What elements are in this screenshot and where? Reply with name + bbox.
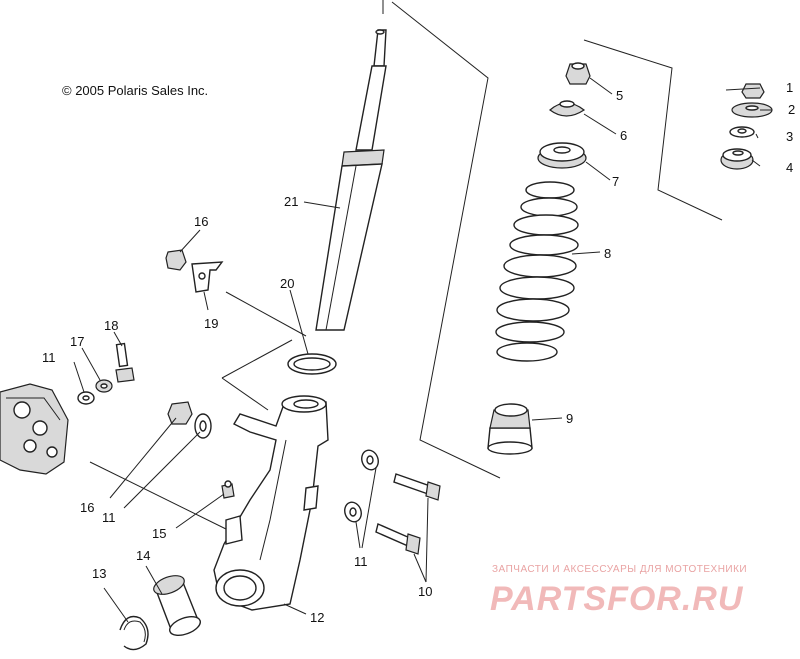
knuckle-washer bbox=[194, 413, 212, 439]
grease-fitting bbox=[221, 480, 235, 499]
callout-2: 2 bbox=[788, 102, 795, 117]
callout-17: 17 bbox=[70, 334, 84, 349]
callout-5: 5 bbox=[616, 88, 623, 103]
callout-16-upper: 16 bbox=[194, 214, 208, 229]
callout-3: 3 bbox=[786, 129, 793, 144]
caliper-washer bbox=[77, 391, 95, 405]
callout-labels: 1 2 3 4 5 6 7 8 9 10 11 11 11 12 13 14 1… bbox=[42, 80, 795, 625]
knuckle-bolts bbox=[375, 473, 441, 555]
callout-9: 9 bbox=[566, 411, 573, 426]
callout-4: 4 bbox=[786, 160, 793, 175]
coil-spring bbox=[495, 181, 579, 362]
callout-8: 8 bbox=[604, 246, 611, 261]
brake-line-clip bbox=[191, 261, 224, 293]
callout-19: 19 bbox=[204, 316, 218, 331]
shock-absorber bbox=[315, 29, 387, 331]
callout-11-left: 11 bbox=[42, 350, 56, 365]
top-nut bbox=[565, 62, 591, 85]
callout-20: 20 bbox=[280, 276, 294, 291]
upper-nut bbox=[165, 249, 187, 271]
small-washer bbox=[95, 379, 113, 393]
callout-16-lower: 16 bbox=[80, 500, 94, 515]
copyright-text: © 2005 Polaris Sales Inc. bbox=[62, 83, 208, 98]
assembly-brackets bbox=[89, 0, 723, 531]
steering-knuckle bbox=[213, 395, 329, 611]
snap-ring bbox=[119, 615, 149, 651]
callout-18: 18 bbox=[104, 318, 118, 333]
callout-13: 13 bbox=[92, 566, 106, 581]
callout-11-middle: 11 bbox=[102, 510, 116, 525]
callout-21: 21 bbox=[284, 194, 298, 209]
callout-10: 10 bbox=[418, 584, 432, 599]
leader-lines bbox=[73, 77, 772, 623]
cup-washer bbox=[549, 100, 586, 117]
callout-12: 12 bbox=[310, 610, 324, 625]
callout-14: 14 bbox=[136, 548, 150, 563]
callout-6: 6 bbox=[620, 128, 627, 143]
brake-caliper bbox=[0, 383, 69, 475]
watermark-brand: PARTSFOR.RU bbox=[490, 580, 744, 618]
bolt-washers bbox=[344, 449, 379, 523]
callout-1: 1 bbox=[786, 80, 793, 95]
callout-15: 15 bbox=[152, 526, 166, 541]
bleed-bolt bbox=[115, 342, 135, 383]
wheel-bearing bbox=[153, 575, 201, 636]
callout-7: 7 bbox=[612, 174, 619, 189]
watermark: ЗАПЧАСТИ И АКСЕССУАРЫ ДЛЯ МОТОТЕХНИКИ PA… bbox=[490, 564, 747, 618]
o-ring bbox=[287, 353, 337, 375]
knuckle-nut bbox=[167, 401, 193, 425]
bump-stop bbox=[487, 403, 533, 455]
spring-retainer bbox=[537, 142, 587, 169]
top-mount-stack bbox=[720, 83, 773, 170]
watermark-tagline: ЗАПЧАСТИ И АКСЕССУАРЫ ДЛЯ МОТОТЕХНИКИ bbox=[492, 564, 747, 575]
callout-11-right: 11 bbox=[354, 554, 368, 569]
